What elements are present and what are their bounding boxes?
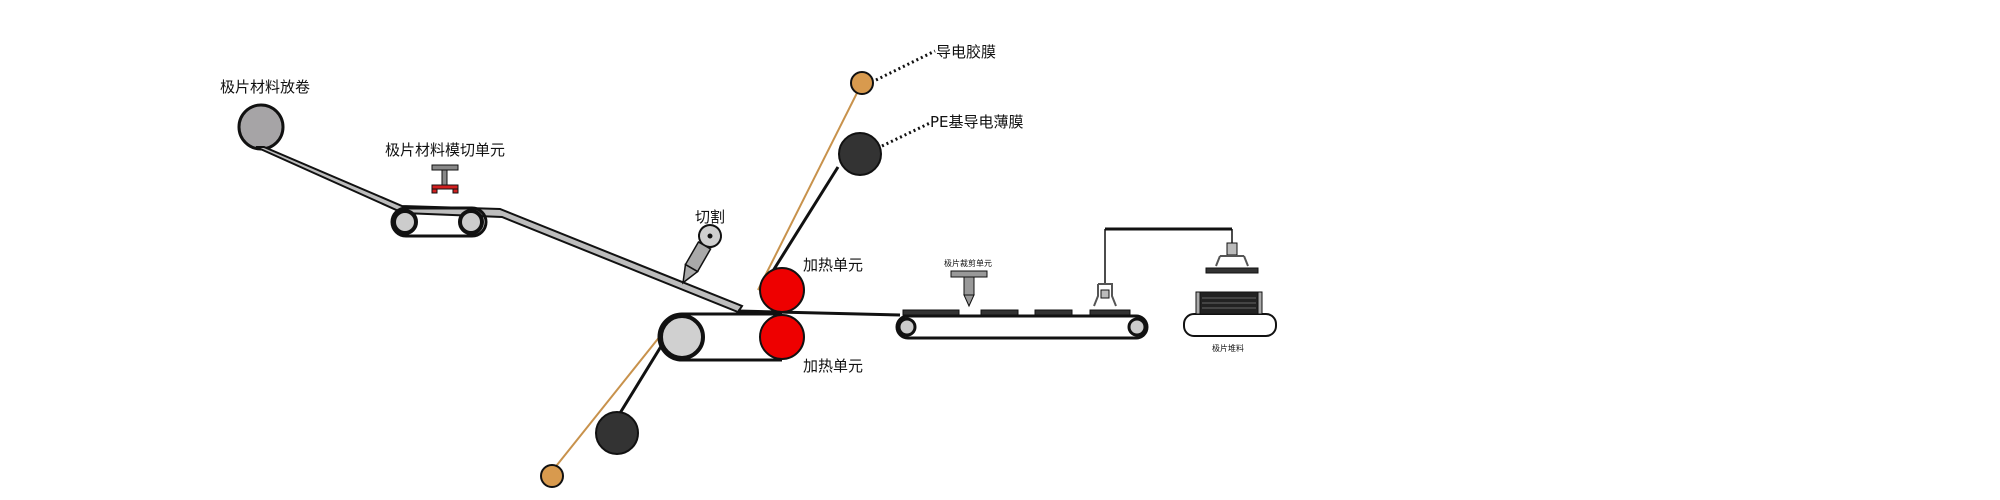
label-electrode-stacking: 极片堆料 xyxy=(1212,343,1244,353)
electrode-piece xyxy=(902,309,960,316)
label-pe-conductive-film: PE基导电薄膜 xyxy=(930,113,1024,131)
gripper-left xyxy=(1093,283,1117,307)
electrode-material-strip xyxy=(255,146,744,314)
gripper-left-body xyxy=(1100,289,1110,299)
conveyor-roller xyxy=(1127,317,1147,337)
belt-roller-large xyxy=(659,314,705,360)
die-cut-press xyxy=(431,164,459,194)
stack-guide-right xyxy=(1257,291,1263,315)
stacking-station xyxy=(1183,291,1277,337)
label-cutting: 切割 xyxy=(695,208,725,226)
conveyor-roller xyxy=(392,209,418,235)
unwind-roll xyxy=(237,103,285,151)
stack-guide-left xyxy=(1195,291,1201,315)
press-die-foot xyxy=(431,188,438,194)
electrode-piece xyxy=(1034,309,1073,316)
conveyor-roller xyxy=(458,209,484,235)
leader-conductive-film xyxy=(875,49,936,82)
heating-roller-bottom xyxy=(759,314,805,360)
leader-pe-film xyxy=(881,121,931,148)
conductive-film-web-bottom xyxy=(548,329,666,476)
pe-film-roll-bottom xyxy=(595,411,639,455)
laminated-web xyxy=(737,309,901,317)
label-conductive-film: 导电胶膜 xyxy=(936,43,996,61)
electrode-cutting-unit xyxy=(950,270,988,308)
cutting-unit-plate xyxy=(950,270,988,278)
label-electrode-cutting-unit: 极片裁剪单元 xyxy=(944,258,992,268)
press-stem xyxy=(441,169,448,187)
gripped-electrode xyxy=(1205,267,1259,274)
conveyor-roller xyxy=(897,317,917,337)
cutter-blade xyxy=(682,263,699,285)
stacking-base xyxy=(1183,313,1277,337)
gripper-right xyxy=(1215,255,1249,267)
press-top-plate xyxy=(431,164,459,171)
conductive-film-web-top xyxy=(757,82,863,291)
label-heating-unit-bottom: 加热单元 xyxy=(803,357,863,375)
heating-roller-top xyxy=(759,267,805,313)
output-conveyor xyxy=(895,309,1149,340)
cutting-unit-blade xyxy=(963,294,975,308)
cutter-hub xyxy=(707,233,713,239)
press-die-foot xyxy=(452,188,459,194)
label-unwind: 极片材料放卷 xyxy=(220,78,310,96)
conveyor-belt-right xyxy=(895,314,1149,340)
electrode-piece xyxy=(1089,309,1131,316)
label-heating-unit-top: 加热单元 xyxy=(803,256,863,274)
pe-film-roll-top xyxy=(838,132,882,176)
electrode-piece xyxy=(980,309,1019,316)
cutting-unit-stem xyxy=(963,276,975,296)
unwind-roll-circle xyxy=(237,103,285,151)
pe-film-web-bottom xyxy=(615,334,670,419)
conductive-film-roll-top xyxy=(850,71,874,95)
label-die-cut-unit: 极片材料模切单元 xyxy=(385,141,505,159)
conductive-film-roll-bottom xyxy=(540,464,564,488)
transfer-gantry xyxy=(1093,227,1259,307)
gripper-right-body xyxy=(1226,242,1238,256)
cutting-tool xyxy=(682,224,722,285)
die-cut-conveyor xyxy=(390,206,488,238)
press-die xyxy=(431,184,459,190)
